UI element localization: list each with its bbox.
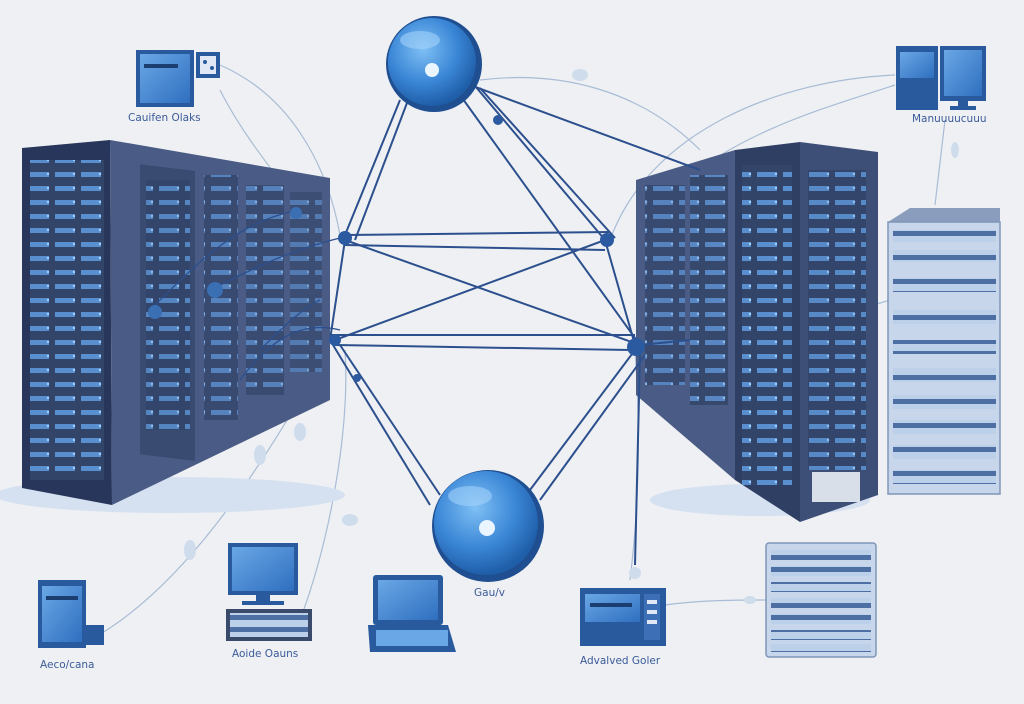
right-server-stack [887,208,1001,495]
label-bottom-laptop: Aoide Oauns [232,648,298,660]
main-cable-network [329,79,701,566]
top-hub-node [386,16,482,112]
label-bottom-right-device: Advalved Goler [580,655,661,667]
cable-junctions [329,115,645,382]
left-server-rack-cluster [0,140,345,513]
signal-trails [184,69,959,604]
label-top-left-device: Cauifen Olaks [128,112,201,124]
bottom-laptop-device [368,575,456,652]
bottom-hub-node [432,470,544,582]
label-top-right-device: Manuuuucuuu [912,113,987,125]
bottom-right-server-stack [765,542,877,658]
bottom-right-storage-device [580,588,666,646]
label-bottom-left-device: Aeco/cana [40,659,95,671]
top-left-monitor-device [136,50,220,107]
top-right-monitor-device [896,46,986,110]
label-bottom-center-node: Gau/v [474,587,505,599]
right-server-rack-cluster [636,142,878,522]
bottom-monitor-keyboard-device [226,543,312,641]
bottom-left-tower-device [38,580,104,648]
